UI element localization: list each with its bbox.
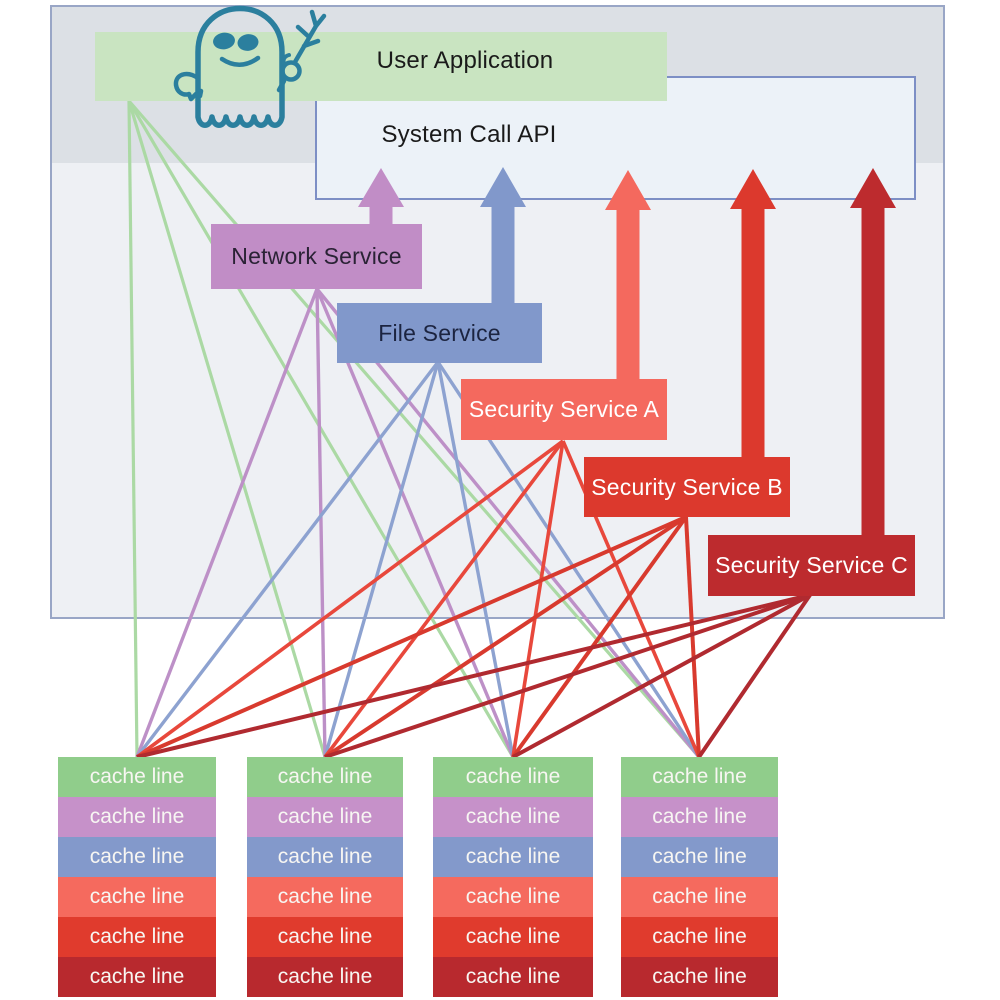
access-line-security-c [512, 593, 811, 759]
cache-line-cell: cache line [247, 877, 403, 917]
cache-line-cell: cache line [58, 837, 216, 877]
service-box-security-a: Security Service A [461, 379, 667, 440]
service-box-network: Network Service [211, 224, 422, 289]
cache-line-cell: cache line [433, 797, 593, 837]
cache-line-cell: cache line [621, 837, 778, 877]
service-box-security-c: Security Service C [708, 535, 915, 596]
cache-line-cell: cache line [433, 917, 593, 957]
service-label: Security Service C [715, 552, 908, 578]
cache-line-cell: cache line [58, 757, 216, 797]
service-box-file: File Service [337, 303, 542, 363]
service-label: Security Service A [468, 396, 660, 422]
user-application-box: User Application [95, 32, 667, 101]
cache-line-cell: cache line [247, 957, 403, 997]
service-label: File Service [378, 319, 501, 346]
cache-line-cell: cache line [621, 877, 778, 917]
access-line-security-c [324, 593, 811, 759]
cache-line-cell: cache line [247, 797, 403, 837]
cache-line-cell: cache line [247, 757, 403, 797]
cache-line-cell: cache line [58, 797, 216, 837]
cache-line-cell: cache line [247, 837, 403, 877]
cache-line-cell: cache line [621, 917, 778, 957]
cache-line-cell: cache line [58, 877, 216, 917]
cache-line-cell: cache line [433, 877, 593, 917]
service-label: Network Service [231, 243, 402, 269]
cache-line-cell: cache line [58, 957, 216, 997]
cache-line-cell: cache line [621, 757, 778, 797]
system-call-api-label: System Call API [381, 121, 557, 148]
cache-line-cell: cache line [621, 957, 778, 997]
service-box-security-b: Security Service B [584, 457, 790, 517]
service-label: Security Service B [591, 473, 783, 500]
cache-line-cell: cache line [433, 957, 593, 997]
cache-line-cell: cache line [433, 837, 593, 877]
cache-line-cell: cache line [621, 797, 778, 837]
cache-line-cell: cache line [433, 757, 593, 797]
access-line-security-c [697, 593, 812, 759]
cache-line-cell: cache line [58, 917, 216, 957]
access-line-security-c [136, 593, 811, 759]
cache-line-cell: cache line [247, 917, 403, 957]
user-application-label: User Application [376, 47, 554, 74]
